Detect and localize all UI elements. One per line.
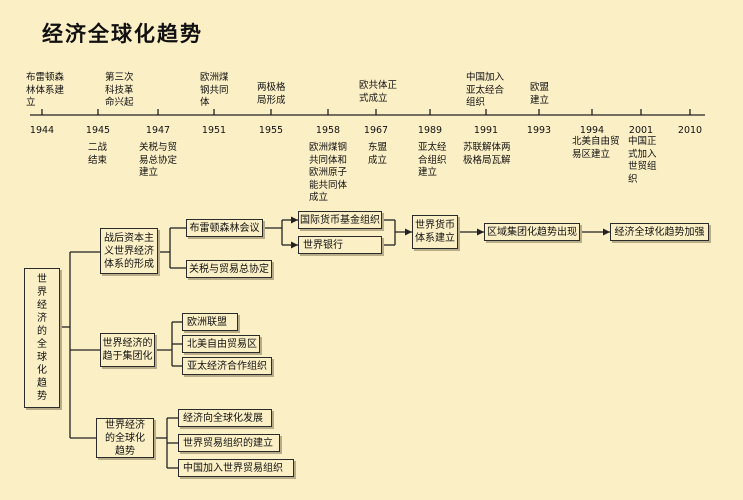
- page-title: 经济全球化趋势: [42, 22, 203, 46]
- timeline-event-tech-revolution: 第三次 科技革 命兴起: [105, 72, 134, 108]
- globalization-strengthen-box: 经济全球化趋势加强: [610, 223, 709, 241]
- timeline-year: 1989: [417, 125, 443, 136]
- economy-globalization-box: 经济向全球化发展: [178, 409, 272, 427]
- timeline-event-1944: 布雷顿森 林体系建 立: [26, 72, 65, 108]
- timeline-year: 1951: [201, 125, 227, 136]
- timeline-year: 2001: [628, 125, 654, 136]
- timeline-year: 1947: [145, 125, 171, 136]
- timeline-event-1947: 关税与贸 易总协定 建立: [139, 142, 178, 178]
- world-bank-box: 世界银行: [298, 236, 382, 254]
- timeline-event-1993: 欧盟 建立: [530, 82, 550, 106]
- timeline-year: 1991: [473, 125, 499, 136]
- timeline-year: 1958: [315, 125, 341, 136]
- wto-establish-box: 世界贸易组织的建立: [178, 434, 280, 452]
- root-globalization-box: 世 界 经 济 的 全 球 化 趋 势: [24, 268, 60, 408]
- branch-postwar-system-box: 战后资本主 义世界经济 体系的形成: [100, 228, 158, 274]
- timeline-event-2001: 中国正 式加入 世贸组 织: [628, 136, 657, 185]
- timeline-event-1991-below: 苏联解体两 极格局瓦解: [463, 142, 511, 166]
- timeline-year: 1967: [363, 125, 389, 136]
- monetary-system-box: 世界货币 体系建立: [412, 215, 458, 249]
- timeline-event-1991-above: 中国加入 亚太经合 组织: [466, 72, 505, 108]
- timeline-event-1945: 二战 结束: [88, 142, 108, 166]
- timeline-year: 1994: [579, 125, 605, 136]
- imf-box: 国际货币基金组织: [298, 211, 382, 229]
- gatt-box: 关税与贸易总协定: [186, 260, 272, 278]
- timeline-year: 1945: [85, 125, 111, 136]
- timeline-year: 2010: [677, 125, 703, 136]
- timeline-event-1994: 北美自由贸 易区建立: [572, 136, 620, 160]
- timeline-event-1955: 两极格 局形成: [257, 82, 286, 106]
- timeline-year: 1944: [29, 125, 55, 136]
- china-join-wto-box: 中国加入世界贸易组织: [178, 459, 294, 477]
- timeline-year: 1993: [526, 125, 552, 136]
- timeline-event-1967-below: 东盟 成立: [368, 142, 388, 166]
- branch-regionalization-box: 世界经济的 趋于集团化: [100, 333, 155, 367]
- timeline-event-1989: 亚太经 合组织 建立: [418, 142, 447, 178]
- bretton-woods-box: 布雷顿森林会议: [186, 219, 263, 237]
- branch-globalization-trend-box: 世界经济 的全球化 趋势: [96, 418, 154, 458]
- apec-box: 亚太经济合作组织: [182, 357, 272, 375]
- timeline-event-1967-above: 欧共体正 式成立: [359, 80, 398, 104]
- timeline-event-1951: 欧洲煤 钢共同 体: [200, 72, 229, 108]
- timeline-event-1958: 欧洲煤钢 共同体和 欧洲原子 能共同体 成立: [309, 142, 348, 203]
- eu-box: 欧洲联盟: [182, 313, 238, 331]
- nafta-box: 北美自由贸易区: [182, 335, 260, 353]
- timeline-year: 1955: [258, 125, 284, 136]
- regional-bloc-box: 区域集团化趋势出现: [484, 223, 580, 241]
